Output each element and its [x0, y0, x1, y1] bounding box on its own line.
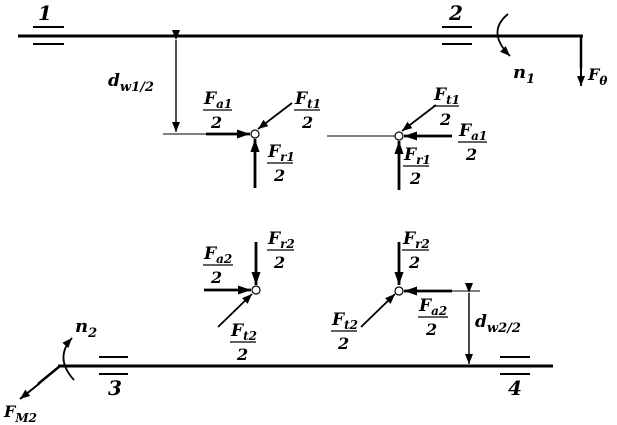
n2-label: n2 [75, 316, 97, 341]
svg-text:Ft2: Ft2 [331, 310, 358, 332]
fr2-left-label: Fr2 2 [267, 229, 295, 272]
gear2-left-forces [204, 242, 261, 328]
dw2-label: dw2/2 [475, 312, 521, 336]
bearing-3-symbol [99, 356, 128, 375]
bearing-1-label: 1 [38, 1, 52, 25]
bottom-shaft-end-diag [37, 365, 61, 385]
gear1-right-forces [327, 104, 452, 190]
fm2-label: FM2 [3, 402, 37, 425]
svg-text:2: 2 [465, 145, 477, 164]
fa1-right-label: Fa1 2 [458, 121, 487, 164]
bottom-shaft [19, 337, 553, 400]
svg-text:Fr1: Fr1 [267, 142, 295, 164]
fr2-right-label: Fr2 2 [402, 229, 430, 272]
svg-text:Fa2: Fa2 [418, 296, 447, 318]
ft2-left-arrow [217, 293, 253, 328]
rotation-n2-arrow [62, 337, 75, 381]
svg-text:2: 2 [408, 253, 420, 272]
svg-text:Fr2: Fr2 [267, 229, 295, 251]
gear2-right-forces [360, 242, 480, 364]
top-shaft [18, 13, 585, 135]
force-fm2-arrow [19, 382, 41, 400]
gear1-left-contact-point [250, 129, 260, 139]
bearing-2-label: 2 [448, 1, 463, 25]
svg-text:Fr2: Fr2 [402, 229, 430, 251]
svg-text:2: 2 [425, 320, 437, 339]
fr1-right-label: Fr1 2 [403, 145, 431, 188]
ft2-right-arrow [360, 293, 396, 328]
gear1-left-forces [206, 102, 293, 188]
svg-text:2: 2 [337, 334, 349, 353]
gear2-right-contact-point [394, 286, 404, 296]
bearing-1-symbol [33, 26, 64, 45]
bearing-4-symbol [500, 356, 530, 375]
svg-text:2: 2 [210, 113, 222, 132]
ft1-left-arrow [257, 102, 293, 130]
ft1-right-arrow [401, 104, 437, 132]
bearing-3-label: 3 [108, 376, 122, 400]
svg-text:2: 2 [409, 169, 421, 188]
rotation-n1-arrow [496, 13, 511, 57]
svg-text:Fa2: Fa2 [203, 244, 232, 266]
svg-text:2: 2 [301, 113, 313, 132]
ft2-left-label: Ft2 2 [230, 321, 257, 364]
svg-text:2: 2 [273, 253, 285, 272]
svg-text:2: 2 [236, 345, 248, 364]
svg-text:2: 2 [210, 268, 222, 287]
svg-text:Fa1: Fa1 [203, 89, 232, 111]
fa1-left-label: Fa1 2 [203, 89, 232, 132]
n1-label: n1 [513, 62, 535, 87]
fr1-left-label: Fr1 2 [267, 142, 295, 185]
bearing-2-symbol [442, 26, 472, 45]
fa2-right-label: Fa2 2 [418, 296, 448, 339]
dw1-label: dw1/2 [108, 71, 154, 95]
ft1-right-label: Ft1 2 [433, 85, 460, 129]
svg-text:Fa1: Fa1 [458, 121, 487, 143]
svg-text:2: 2 [273, 166, 285, 185]
ft2-right-label: Ft2 2 [331, 310, 358, 353]
svg-text:Ft2: Ft2 [230, 321, 257, 343]
gear2-left-contact-point [251, 285, 261, 295]
f0-label: Fθ [587, 65, 607, 88]
bearing-4-label: 4 [508, 376, 522, 400]
svg-text:Fr1: Fr1 [403, 145, 431, 167]
gear1-right-contact-point [394, 131, 404, 141]
fa2-left-label: Fa2 2 [203, 244, 233, 287]
ft1-left-label: Ft1 2 [294, 89, 321, 132]
svg-text:Ft1: Ft1 [294, 89, 321, 111]
svg-text:Ft1: Ft1 [433, 85, 460, 107]
svg-text:2: 2 [439, 110, 451, 129]
